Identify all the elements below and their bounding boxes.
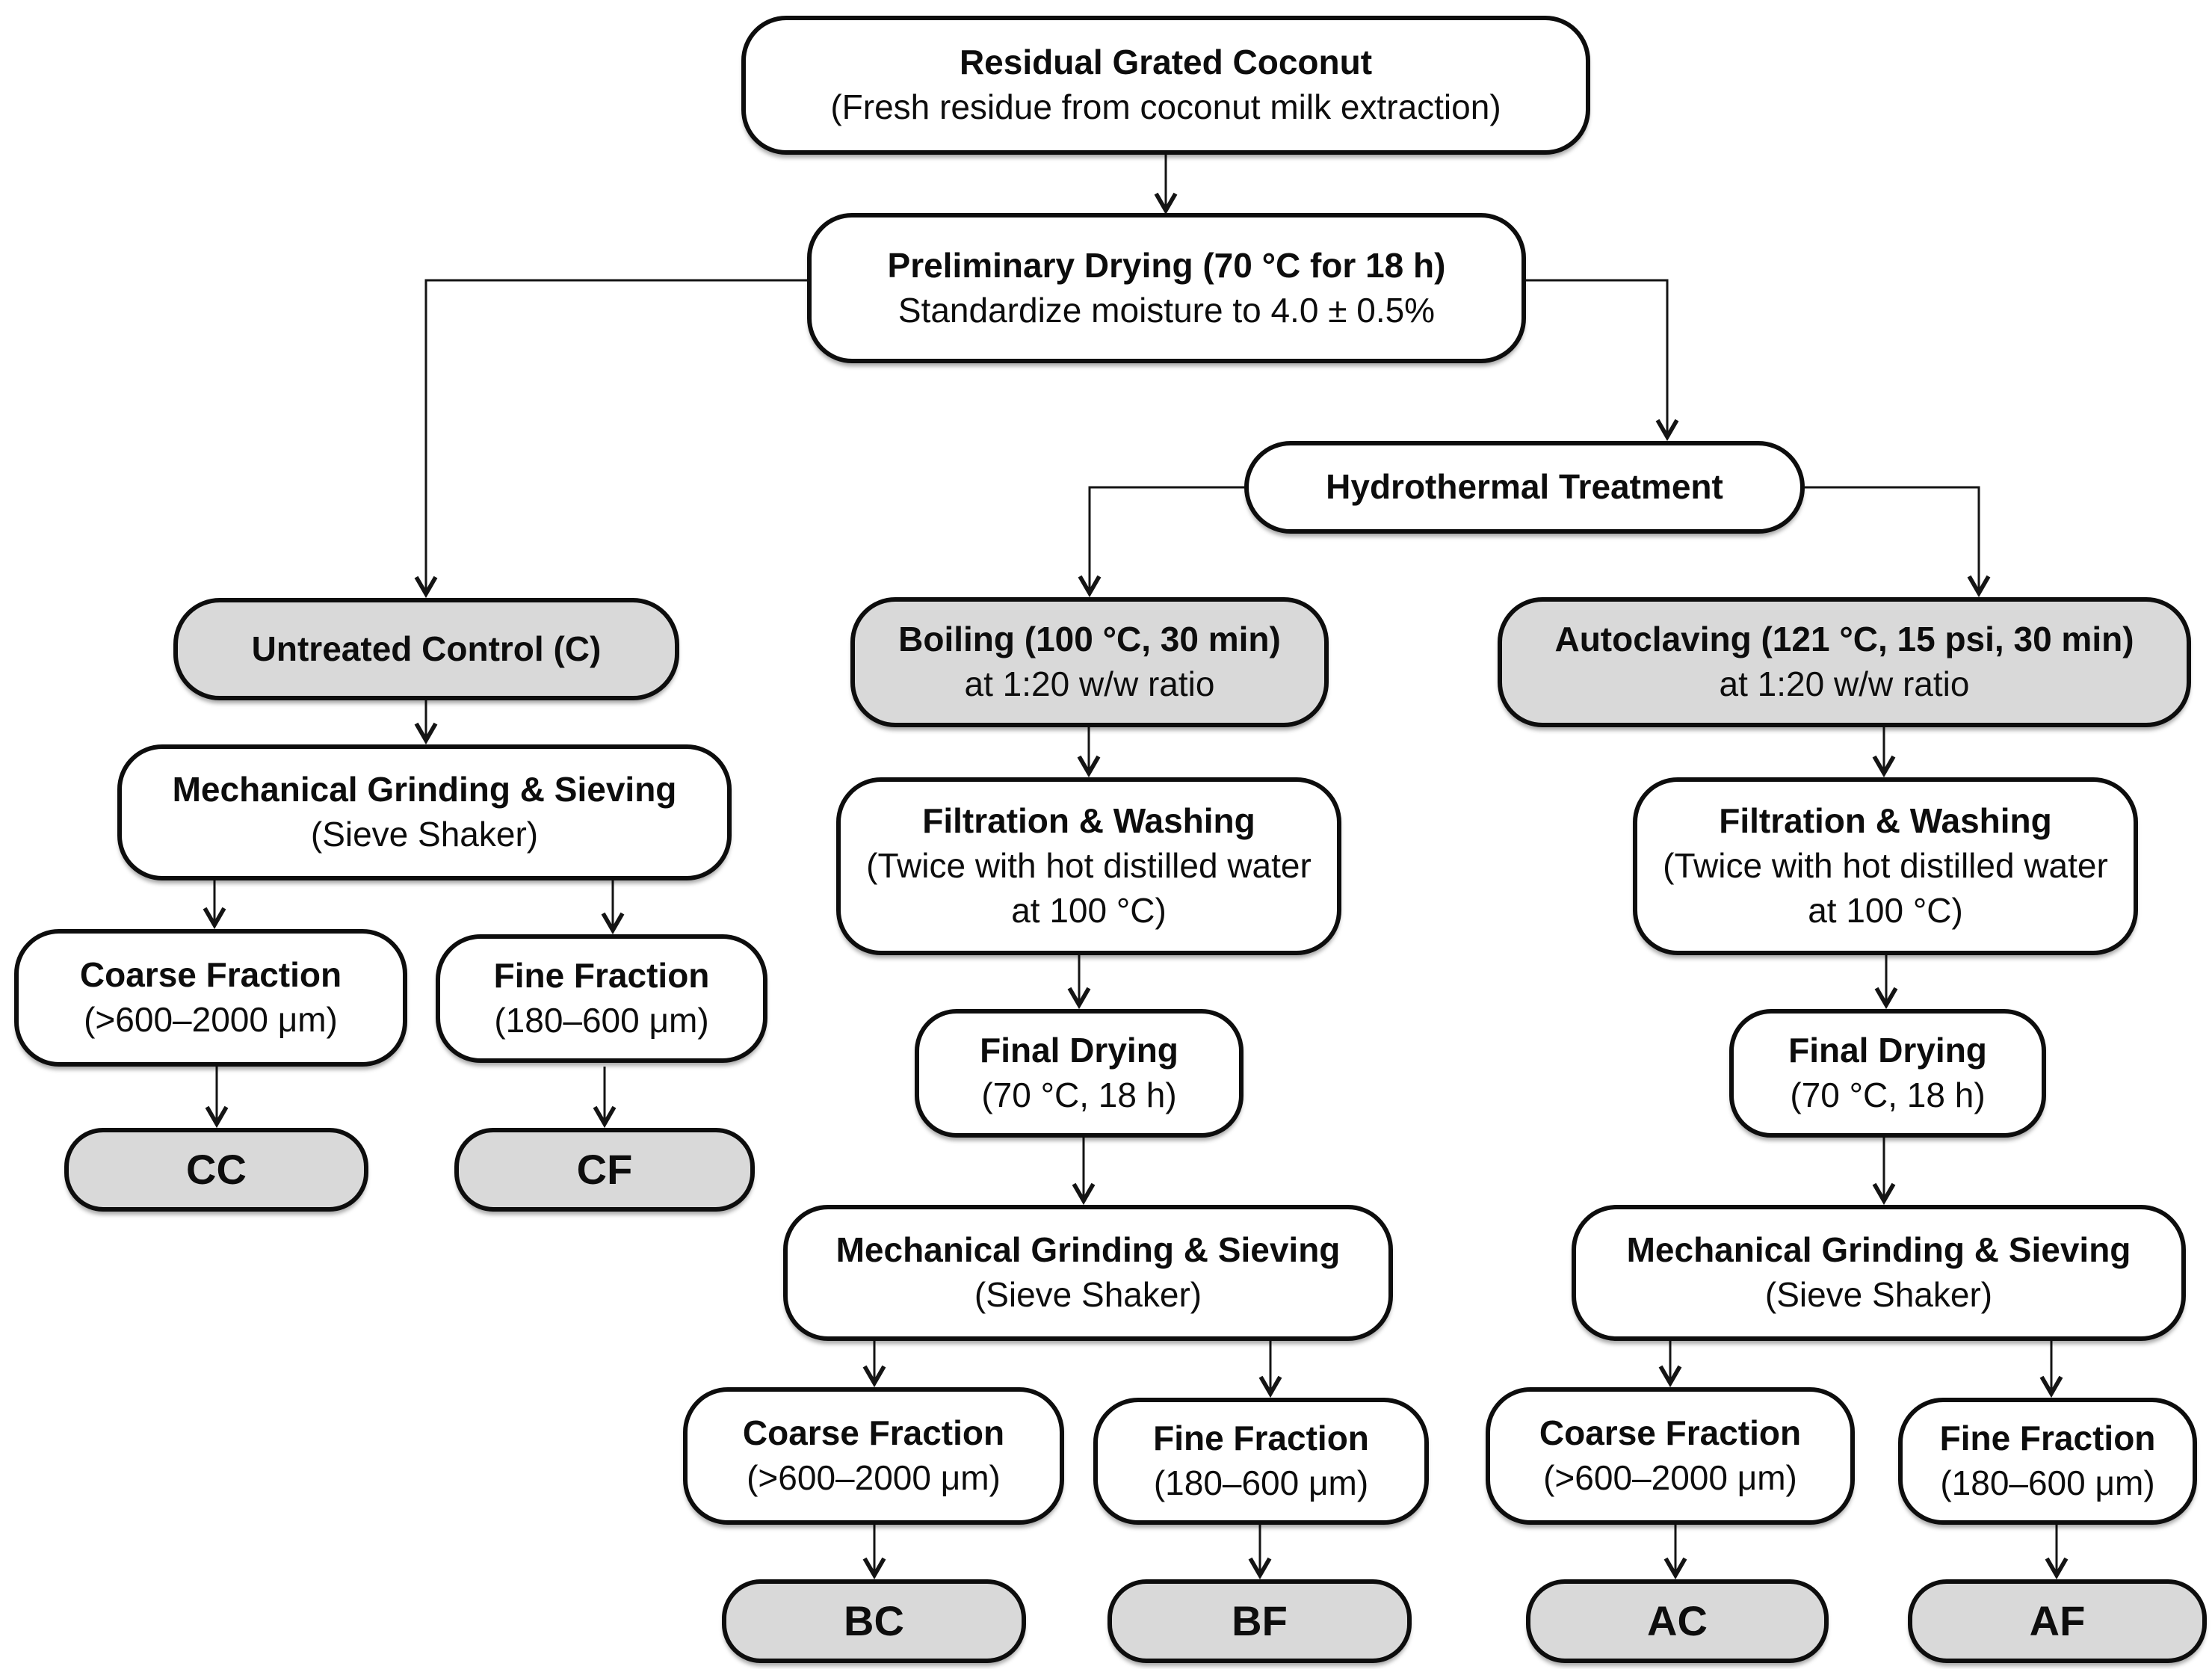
node-title: Mechanical Grinding & Sieving (172, 770, 677, 809)
node-subtitle: (Sieve Shaker) (310, 815, 539, 854)
node-subtitle: (Twice with hot distilled water at 100 °… (1663, 846, 2108, 930)
node-subtitle: (Sieve Shaker) (1764, 1275, 1993, 1314)
node-grinding-sieving-control: Mechanical Grinding & Sieving (Sieve Sha… (117, 744, 732, 880)
node-subtitle: at 1:20 w/w ratio (1719, 664, 1970, 703)
node-title: Coarse Fraction (79, 955, 342, 995)
node-subtitle: (>600–2000 μm) (747, 1458, 1001, 1497)
node-filtration-washing-autoclaving: Filtration & Washing (Twice with hot dis… (1633, 777, 2138, 955)
node-subtitle: (180–600 μm) (1940, 1463, 2155, 1502)
node-final-drying-boiling: Final Drying (70 °C, 18 h) (915, 1009, 1244, 1138)
node-title: Preliminary Drying (70 °C for 18 h) (887, 245, 1446, 285)
node-autoclaving: Autoclaving (121 °C, 15 psi, 30 min) at … (1498, 597, 2191, 727)
node-code-bf: BF (1107, 1579, 1412, 1663)
node-title: Fine Fraction (1153, 1419, 1369, 1458)
node-coarse-fraction-control: Coarse Fraction (>600–2000 μm) (14, 929, 407, 1067)
node-code-cf: CF (454, 1128, 755, 1212)
node-boiling: Boiling (100 °C, 30 min) at 1:20 w/w rat… (850, 597, 1329, 727)
sample-code-label: BF (1232, 1597, 1288, 1644)
node-filtration-washing-boiling: Filtration & Washing (Twice with hot dis… (836, 777, 1341, 955)
node-title: Fine Fraction (1939, 1419, 2156, 1458)
node-title: Final Drying (1788, 1031, 1987, 1070)
node-fine-fraction-boiling: Fine Fraction (180–600 μm) (1093, 1398, 1429, 1525)
node-title: Boiling (100 °C, 30 min) (898, 620, 1281, 659)
node-code-cc: CC (64, 1128, 368, 1212)
node-title: Untreated Control (C) (251, 629, 602, 668)
node-subtitle: (70 °C, 18 h) (1790, 1076, 1986, 1114)
node-final-drying-autoclaving: Final Drying (70 °C, 18 h) (1729, 1009, 2046, 1138)
node-code-ac: AC (1526, 1579, 1829, 1663)
node-coarse-fraction-autoclaving: Coarse Fraction (>600–2000 μm) (1486, 1387, 1855, 1525)
node-title: Filtration & Washing (1719, 801, 2052, 841)
edge-preliminary-hydrothermal (1526, 279, 1679, 442)
node-title: Final Drying (980, 1031, 1178, 1070)
node-subtitle: Standardize moisture to 4.0 ± 0.5% (898, 290, 1436, 330)
node-title: Mechanical Grinding & Sieving (835, 1230, 1341, 1270)
node-subtitle: (Twice with hot distilled water at 100 °… (866, 846, 1312, 930)
node-residual-grated-coconut: Residual Grated Coconut (Fresh residue f… (741, 16, 1590, 155)
node-hydrothermal-treatment: Hydrothermal Treatment (1244, 441, 1805, 534)
sample-code-label: AC (1647, 1597, 1708, 1644)
node-title: Autoclaving (121 °C, 15 psi, 30 min) (1554, 620, 2134, 659)
sample-code-label: AF (2029, 1597, 2086, 1644)
node-title: Filtration & Washing (922, 801, 1255, 841)
node-grinding-sieving-autoclaving: Mechanical Grinding & Sieving (Sieve Sha… (1572, 1205, 2186, 1341)
node-title: Mechanical Grinding & Sieving (1626, 1230, 2131, 1270)
node-subtitle: at 1:20 w/w ratio (964, 664, 1215, 703)
node-subtitle: (180–600 μm) (1153, 1463, 1369, 1502)
node-subtitle: (Fresh residue from coconut milk extract… (830, 87, 1501, 126)
node-title: Hydrothermal Treatment (1326, 467, 1723, 507)
node-subtitle: (>600–2000 μm) (1543, 1458, 1797, 1497)
sample-code-label: CF (576, 1146, 633, 1193)
edge-hydrothermal-boiling (1078, 486, 1244, 598)
node-subtitle: (Sieve Shaker) (974, 1275, 1202, 1314)
node-title: Coarse Fraction (742, 1413, 1005, 1453)
node-untreated-control: Untreated Control (C) (173, 598, 679, 700)
edge-hydrothermal-autoclaving (1805, 486, 1991, 598)
node-code-bc: BC (722, 1579, 1026, 1663)
node-preliminary-drying: Preliminary Drying (70 °C for 18 h) Stan… (807, 213, 1526, 363)
edge-preliminary-untreated (414, 279, 807, 599)
node-grinding-sieving-boiling: Mechanical Grinding & Sieving (Sieve Sha… (783, 1205, 1393, 1341)
node-title: Coarse Fraction (1539, 1413, 1802, 1453)
sample-code-label: BC (844, 1597, 904, 1644)
node-fine-fraction-control: Fine Fraction (180–600 μm) (436, 934, 767, 1063)
node-code-af: AF (1908, 1579, 2207, 1663)
node-fine-fraction-autoclaving: Fine Fraction (180–600 μm) (1898, 1398, 2197, 1525)
node-subtitle: (70 °C, 18 h) (981, 1076, 1177, 1114)
node-subtitle: (180–600 μm) (494, 1001, 709, 1040)
node-subtitle: (>600–2000 μm) (84, 1000, 338, 1039)
node-coarse-fraction-boiling: Coarse Fraction (>600–2000 μm) (683, 1387, 1064, 1525)
node-title: Fine Fraction (493, 956, 710, 996)
node-title: Residual Grated Coconut (959, 43, 1373, 82)
sample-code-label: CC (186, 1146, 247, 1193)
